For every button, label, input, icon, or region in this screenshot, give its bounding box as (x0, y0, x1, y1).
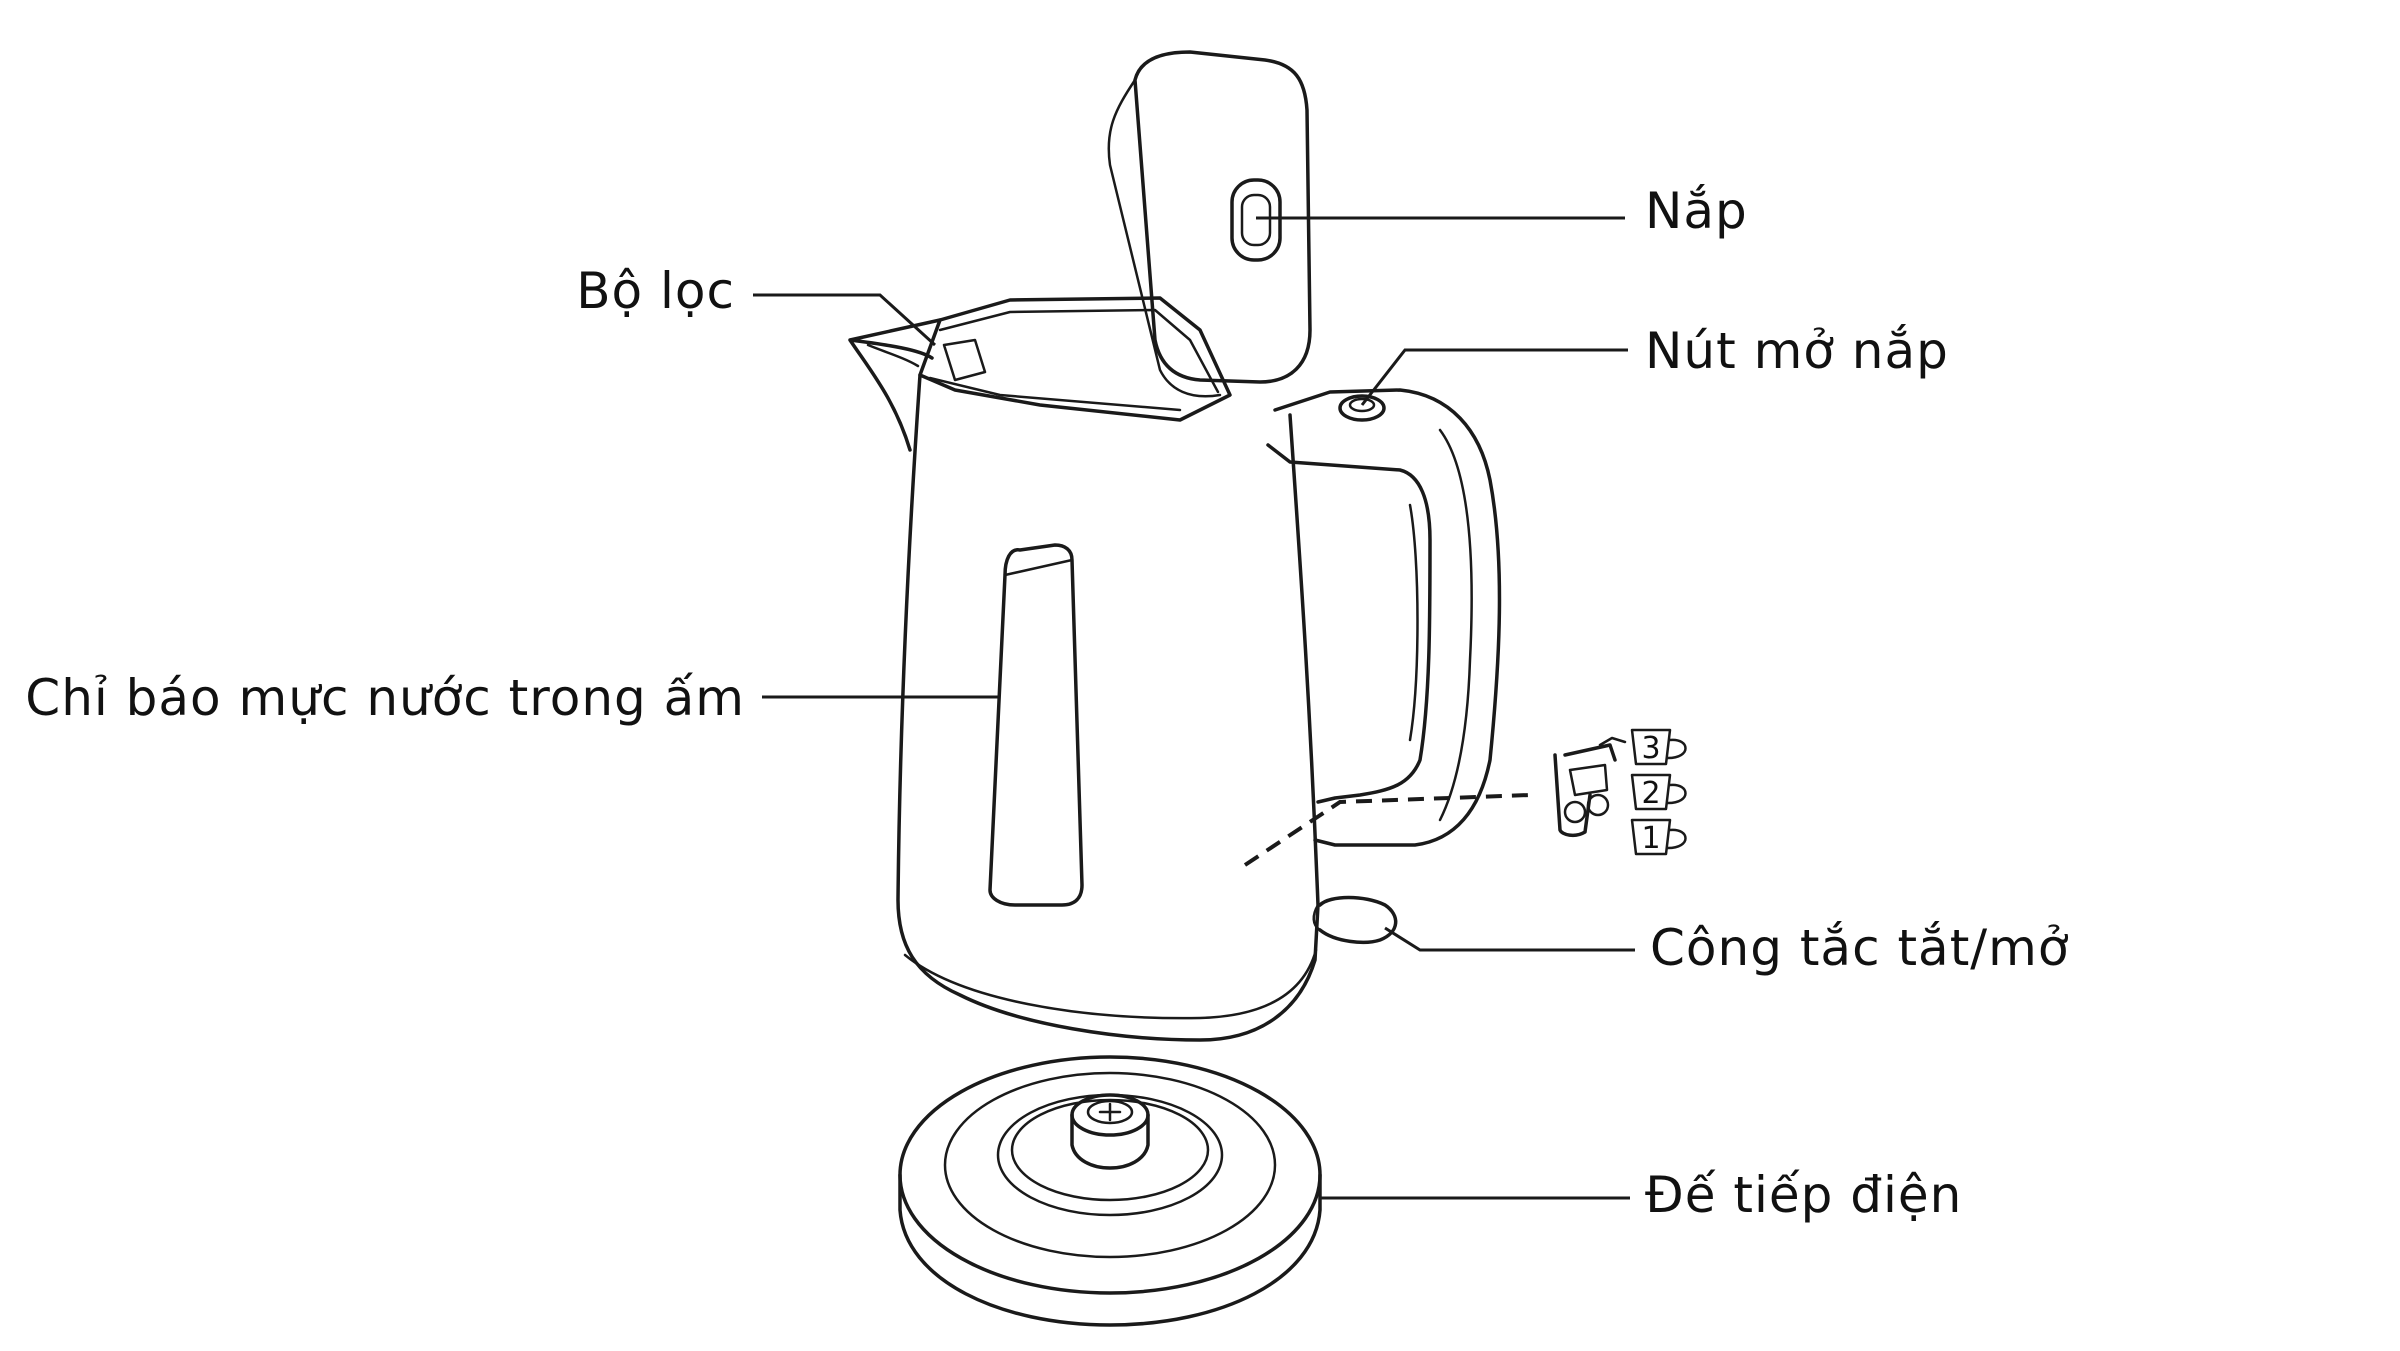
leader-filter (753, 293, 937, 347)
lid (1107, 50, 1312, 398)
water-level-window (988, 543, 1084, 907)
capacity-dashed-line (1243, 793, 1531, 867)
cup-2-label: 2 (1641, 776, 1660, 811)
label-power-base: Đế tiếp điện (1645, 1166, 1962, 1224)
cup-1-icon: 1 (1630, 818, 1687, 856)
cup-2-icon: 2 (1630, 773, 1687, 811)
cup-level-icon (1553, 736, 1627, 838)
cup-3-label: 3 (1641, 731, 1660, 766)
handle (1266, 388, 1502, 847)
cup-1-label: 1 (1641, 821, 1660, 856)
label-lid: Nắp (1645, 182, 1748, 240)
cup-3-icon: 3 (1630, 728, 1687, 766)
label-water-level-indicator: Chỉ báo mực nước trong ấm (25, 669, 745, 727)
power-switch (1312, 895, 1398, 945)
leader-lid-release (1360, 348, 1628, 406)
power-base (898, 1055, 1322, 1327)
label-power-switch: Công tắc tắt/mở (1650, 919, 2069, 977)
kettle-body (848, 296, 1320, 1042)
label-lid-release-button: Nút mở nắp (1645, 322, 1949, 380)
leader-power-switch (1384, 926, 1635, 952)
label-filter: Bộ lọc (576, 262, 735, 320)
